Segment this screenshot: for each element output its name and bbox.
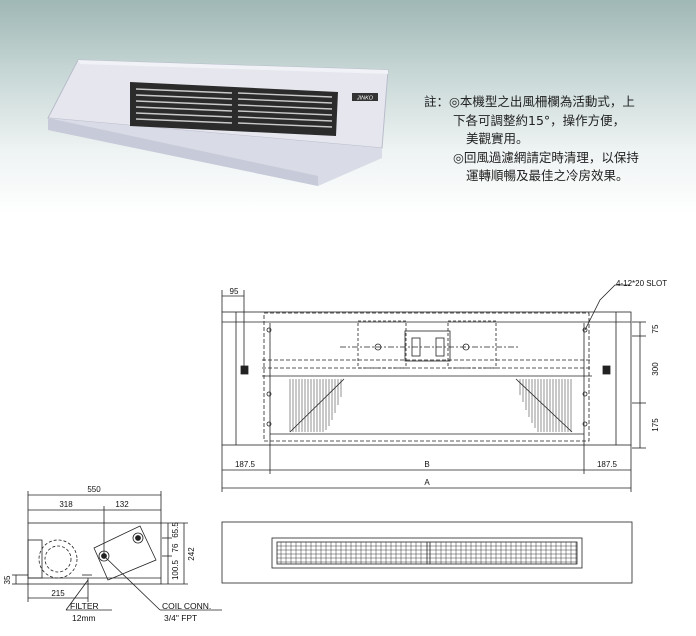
dim-right-label: 187.5 (597, 460, 618, 469)
dim-132-label: 132 (115, 500, 129, 509)
notes-block: 註：◎本機型之出風柵欄為活動式，上 下各可調整約15°，操作方便， 美觀實用。 … (424, 93, 639, 186)
brand-text: JINKO (356, 96, 374, 102)
dim-b-label: B (424, 460, 429, 469)
dim-35-label: 35 (3, 575, 12, 584)
dim-76-label: 76 (171, 543, 180, 552)
side-view (12, 491, 222, 611)
dim-215-label: 215 (51, 589, 65, 598)
dim-95-label: 95 (230, 287, 239, 296)
dim-a-label: A (424, 478, 430, 487)
note-prefix: 註： (424, 94, 450, 109)
outlet-view (221, 521, 633, 584)
note-line-3: 美觀實用。 (466, 131, 529, 146)
dim-1005-label: 100.5 (171, 559, 180, 580)
note-line-2: 下各可調整約15°，操作方便， (453, 112, 626, 128)
outlet-view-outline (221, 521, 633, 584)
dim-242-label: 242 (187, 547, 196, 561)
filter-label: FILTER (70, 601, 99, 611)
brand-badge (352, 93, 378, 101)
filter-size-label: 12mm (72, 613, 96, 623)
front-view-outline (221, 311, 632, 446)
dim-318-label: 318 (59, 500, 73, 509)
coil-conn-label: COIL CONN. (162, 601, 211, 611)
note-line-5: 運轉順暢及最佳之冷房效果。 (466, 168, 629, 183)
note-line-4: ◎回風過濾網請定時清理，以保持 (453, 149, 639, 165)
dim-175-label: 175 (651, 418, 660, 432)
coil-size-label: 3/4" FPT (164, 613, 197, 623)
dim-550-label: 550 (87, 485, 101, 494)
dim-300-label: 300 (651, 362, 660, 376)
front-view (221, 284, 646, 492)
note-line-1: 註：◎本機型之出風柵欄為活動式，上 (424, 94, 635, 109)
product-illustration: JINKO (47, 59, 389, 186)
dim-left-label: 187.5 (235, 460, 256, 469)
dim-75-label: 75 (651, 324, 660, 333)
slot-label: 4-12*20 SLOT (616, 279, 667, 288)
dim-655-label: 65.5 (171, 522, 180, 538)
